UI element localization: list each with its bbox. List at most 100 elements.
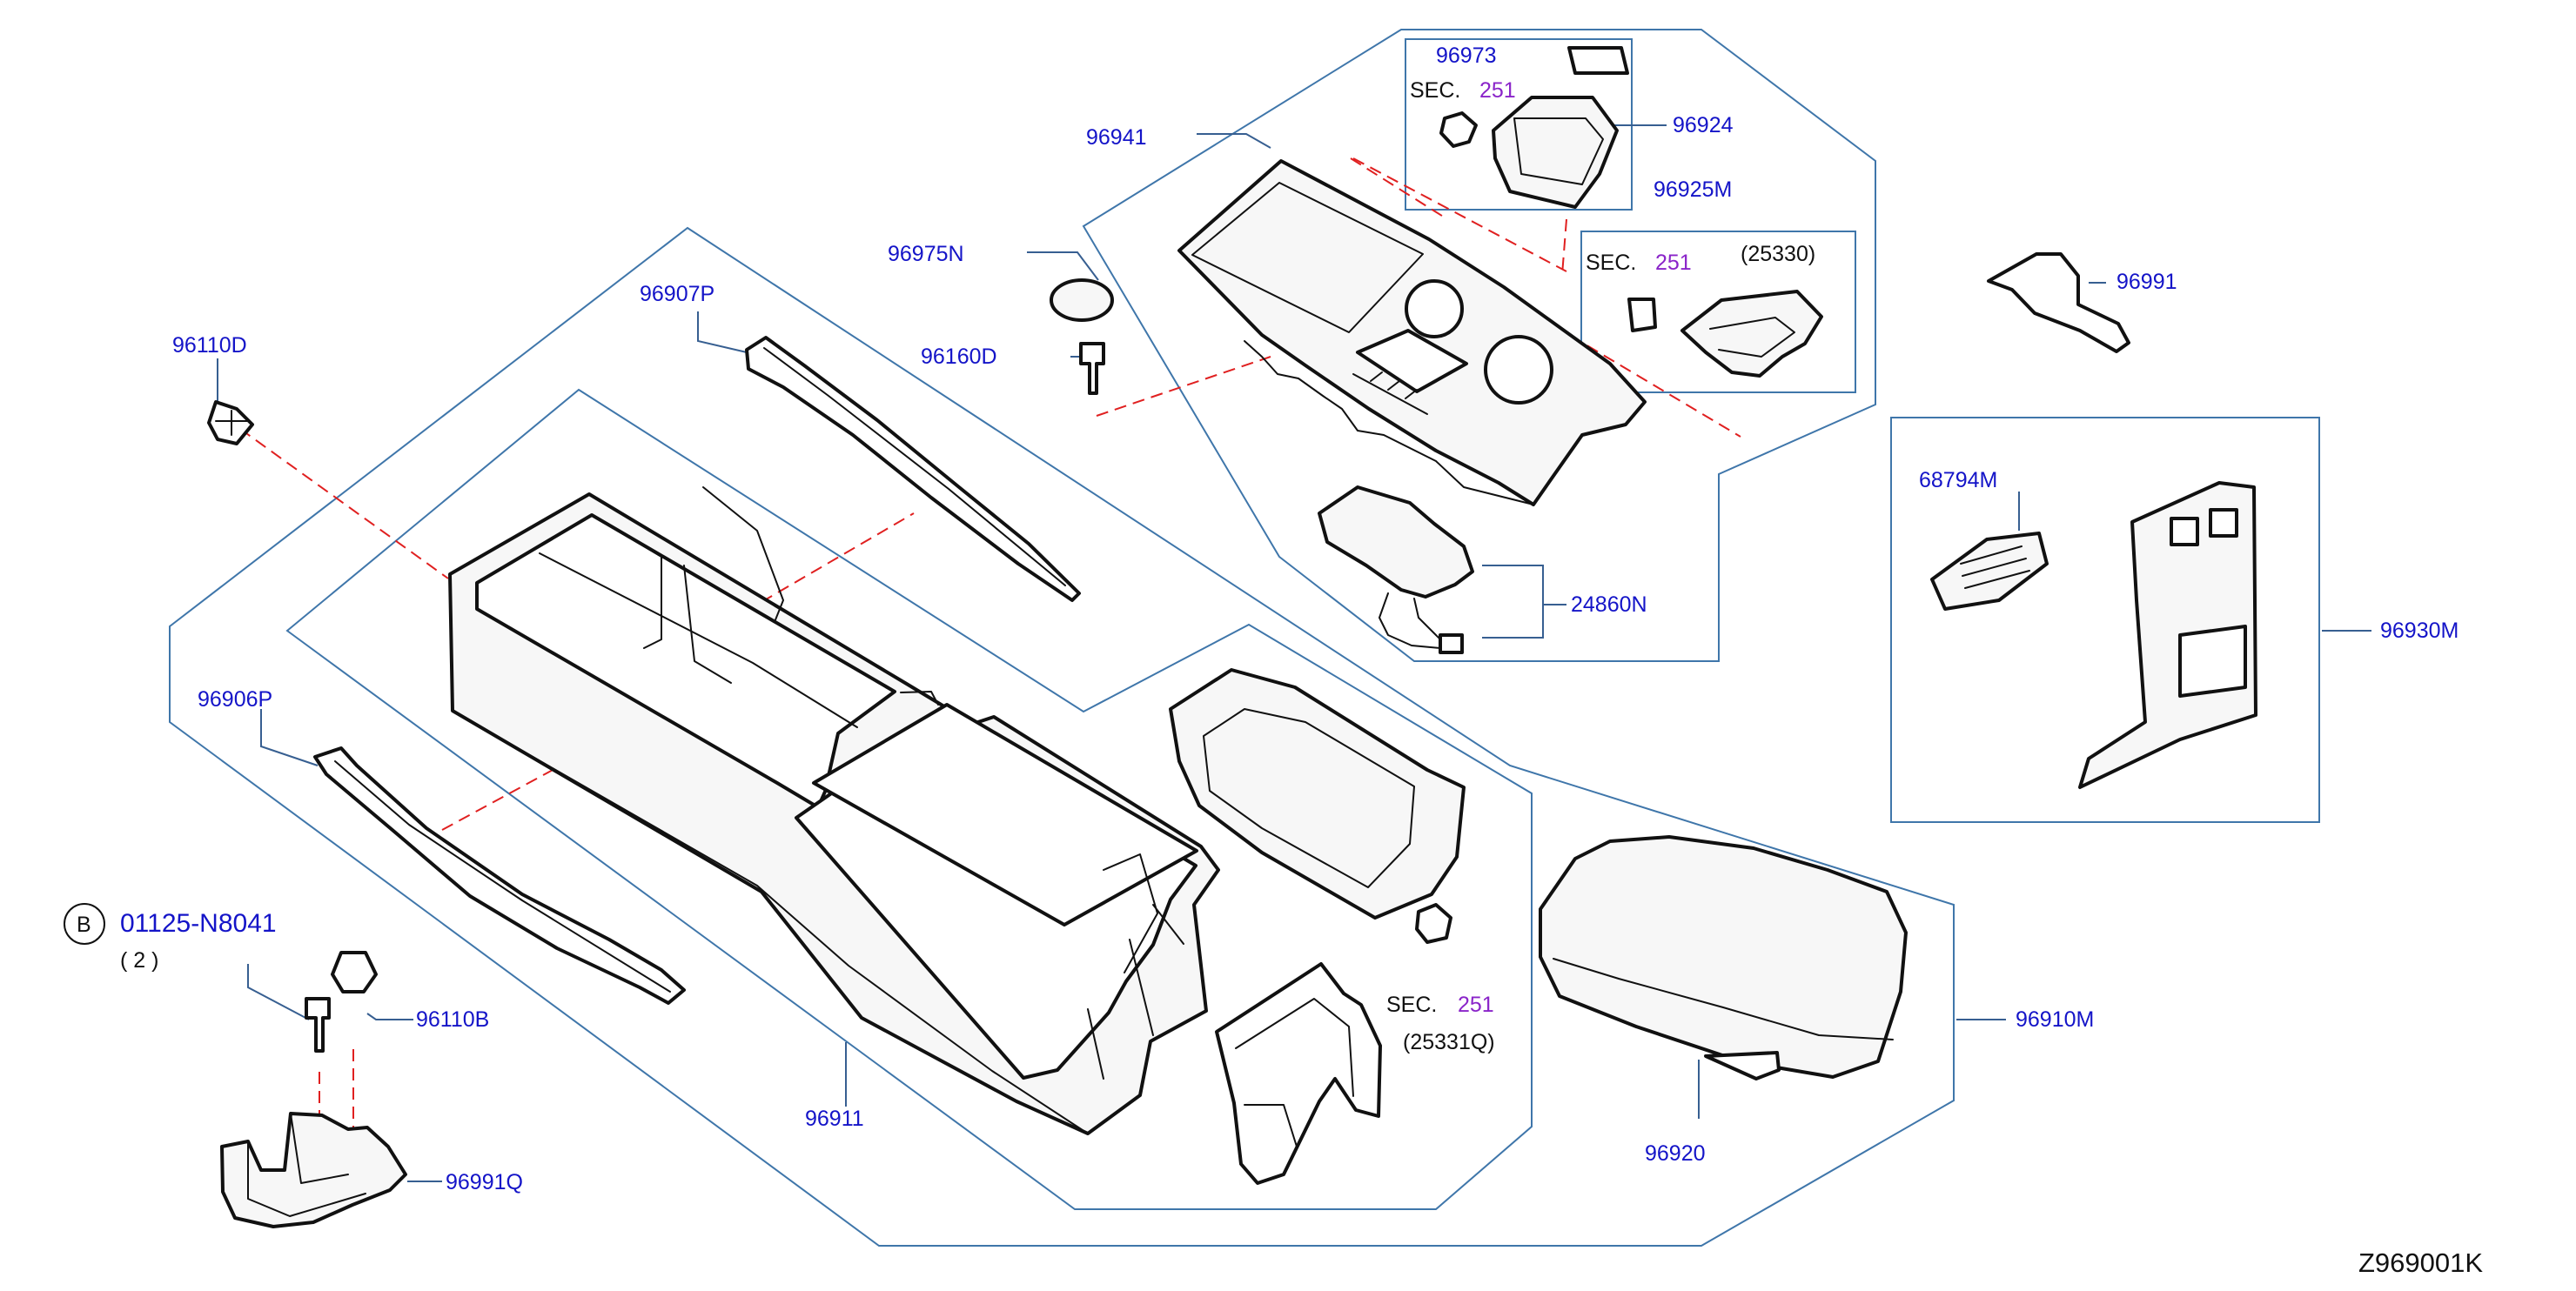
callout-96920: 96920 [1645, 1141, 1706, 1166]
switch-wire-harness [1379, 592, 1444, 649]
rear-finisher-96930m [2078, 481, 2257, 789]
console-detail-a [617, 530, 662, 649]
callout-96910m: 96910M [2016, 1007, 2094, 1032]
cup-holder-left [1405, 279, 1464, 338]
callout-25330: (25330) [1741, 242, 1815, 266]
callout-96930m: 96930M [2380, 619, 2459, 643]
b-section-label: B [77, 913, 91, 937]
callout-96907p: 96907P [640, 282, 714, 306]
outer-console-boundary [169, 226, 1955, 1247]
callout-96925m: 96925M [1654, 177, 1732, 202]
upper-finisher-group [1050, 159, 1647, 654]
cup-holder-right [1484, 335, 1553, 405]
leader-24860n [1482, 565, 1566, 639]
lower-finisher-detail [334, 760, 671, 993]
diagram-code: Z969001K [2358, 1248, 2483, 1278]
upper-side-finisher-96907p [745, 336, 1081, 602]
usb-module-components [1627, 290, 1823, 378]
rear-upper-port-right [2209, 508, 2238, 538]
usb-module-25330 [1680, 290, 1823, 378]
leader-96975n [1027, 251, 1099, 281]
leader-96907p [697, 311, 748, 353]
rear-upper-port-left [2170, 517, 2199, 546]
switch-connector [1439, 633, 1464, 654]
callout-96991: 96991 [2116, 270, 2177, 294]
storage-bracket-detail [1235, 998, 1354, 1147]
console-front-ridge [452, 710, 1089, 1134]
fastener-components [207, 400, 407, 1228]
b-section-circle [64, 903, 105, 945]
callout-25331q: (25331Q) [1403, 1030, 1495, 1054]
storage-tray [1169, 668, 1466, 920]
callout-01125-n8041: 01125-N8041 [120, 909, 277, 938]
right-storage-components [1169, 668, 1908, 1185]
callout-24860n: 24860N [1571, 592, 1647, 617]
usb-fuse-socket [1627, 298, 1657, 332]
console-detail-c [702, 486, 784, 623]
armrest-lid-seam [1553, 958, 1894, 1040]
top-cupholder-components [1439, 46, 1629, 209]
cupholder-fastener [1439, 111, 1478, 148]
front-storage-bin [812, 703, 1198, 926]
top-cupholder-line-b [1352, 157, 1567, 272]
assembly-boundaries [169, 29, 2320, 1247]
leader-lines [217, 124, 2371, 1182]
bracket-96991 [1987, 252, 2130, 353]
callout-96924: 96924 [1673, 113, 1734, 137]
callout-96110b: 96110B [416, 1007, 489, 1032]
leader-01125 [247, 964, 310, 1020]
callout-labels: 96973 SEC. 251 96924 96941 96925M SEC. 2… [64, 43, 2483, 1278]
nut-96110b [331, 951, 378, 993]
console-lower-panel [1103, 853, 1158, 973]
storage-lower-bracket [1215, 962, 1382, 1185]
armrest-hinge-96920 [1704, 1051, 1781, 1080]
sec-label-top: SEC. [1410, 78, 1460, 103]
lower-bracket-detail [247, 1113, 366, 1217]
rear-panel-components [1930, 252, 2257, 789]
callout-96973: 96973 [1436, 43, 1497, 68]
callout-68794m: 68794M [1919, 468, 1997, 492]
finisher-upper-opening [1191, 182, 1424, 333]
storage-fastener [1415, 903, 1452, 944]
cupholder-insert-detail [1513, 117, 1604, 185]
upper-finisher-boundary [1082, 29, 1876, 662]
sec-label-storage: SEC. [1386, 993, 1437, 1017]
leader-96941 [1197, 133, 1271, 149]
storage-tray-inner [1203, 708, 1415, 888]
rear-vent-68794m [1930, 532, 2049, 611]
upper-left-finisher-line [761, 512, 915, 603]
leader-96110b [366, 1013, 413, 1020]
cup-pad-96975n [1050, 278, 1114, 322]
cupholder-cover-96973 [1567, 46, 1629, 75]
lower-side-finisher-96906p [313, 746, 686, 1005]
callout-96160d: 96160D [921, 344, 997, 369]
upper-finisher-detail [763, 347, 1066, 586]
rear-vent-louvers [1960, 545, 2030, 589]
bolt-01125-n8041 [305, 997, 331, 1053]
console-top-surface [475, 513, 896, 809]
console-inner-divider [539, 552, 858, 728]
finisher-lower-skirt [1244, 340, 1534, 505]
rear-lower-panel [2178, 625, 2247, 698]
console-detail-b [683, 565, 732, 684]
rear-vent-box [1890, 417, 2320, 823]
usb-module-line [1570, 335, 1741, 438]
callout-96991q: 96991Q [446, 1170, 523, 1194]
callout-96941: 96941 [1086, 125, 1147, 150]
inner-console-boundary [285, 388, 1533, 1210]
shift-console-switch-24860n [1318, 485, 1474, 599]
sec-number-storage: 251 [1458, 993, 1494, 1017]
armrest-lid-96910m [1539, 835, 1908, 1079]
console-detail-d [900, 691, 939, 706]
sec-number-top: 251 [1479, 78, 1516, 103]
console-body [448, 486, 1220, 1135]
clip-to-console-line [239, 428, 449, 579]
callout-quantity-2: ( 2 ) [120, 948, 158, 973]
sec-number-usb: 251 [1655, 251, 1692, 275]
callout-96911: 96911 [805, 1107, 864, 1131]
screw-to-finisher-line [1096, 356, 1271, 417]
sec-label-usb: SEC. [1586, 251, 1636, 275]
clip-96110d-pin [215, 410, 248, 436]
callout-96906p: 96906P [198, 687, 272, 712]
